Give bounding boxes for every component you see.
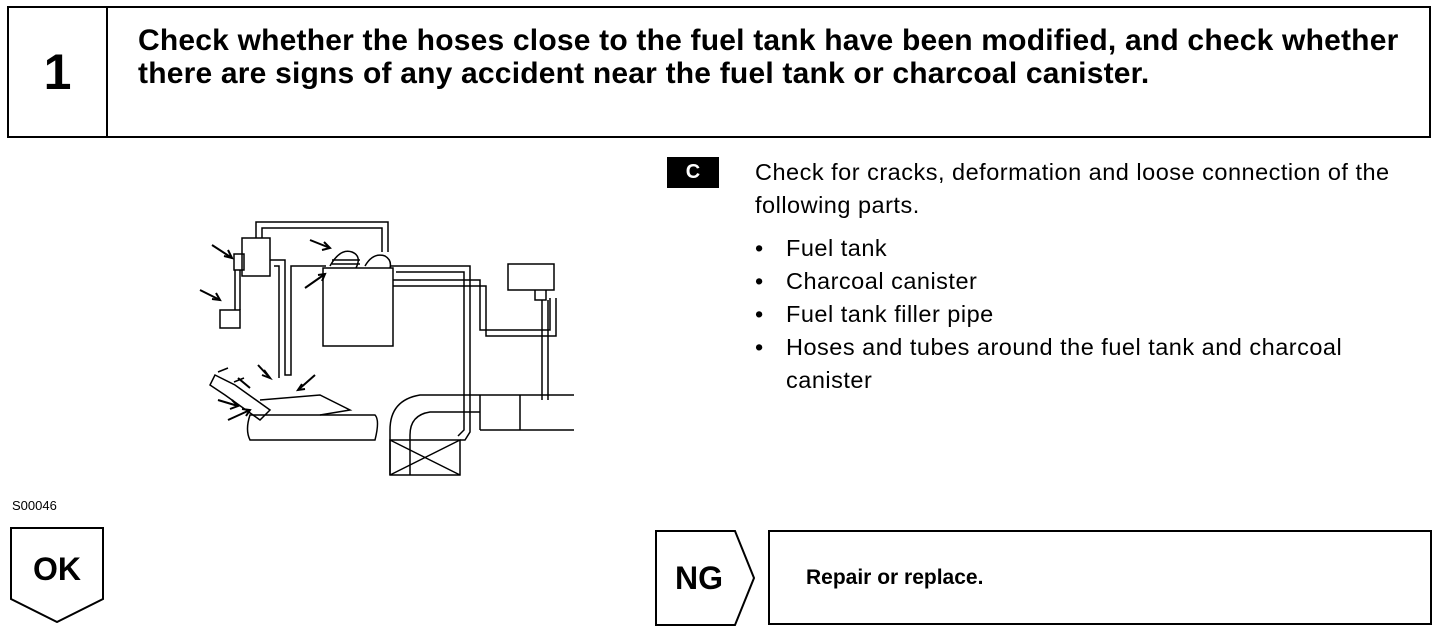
- step-title: Check whether the hoses close to the fue…: [138, 24, 1399, 90]
- bullet-icon: •: [755, 301, 764, 327]
- check-list: •Fuel tank •Charcoal canister •Fuel tank…: [755, 232, 1425, 397]
- check-description: Check for cracks, deformation and loose …: [755, 156, 1425, 397]
- right-canister-part: [507, 263, 555, 291]
- ng-action-box: Repair or replace.: [768, 530, 1432, 625]
- check-intro: Check for cracks, deformation and loose …: [755, 159, 1390, 218]
- ok-label: OK: [33, 551, 81, 587]
- ng-label: NG: [675, 560, 723, 596]
- list-item: •Fuel tank filler pipe: [755, 298, 1425, 331]
- check-badge: C: [667, 157, 719, 188]
- step-number: 1: [9, 8, 108, 136]
- step-header: 1 Check whether the hoses close to the f…: [7, 6, 1431, 138]
- fuel-tank-part: [322, 267, 394, 347]
- bullet-icon: •: [755, 268, 764, 294]
- ok-result-tag: OK: [10, 527, 104, 624]
- charcoal-canister-part: [241, 237, 271, 277]
- fuel-system-diagram: [199, 221, 574, 476]
- pipe-frame-part: [389, 439, 461, 476]
- figure-code: S00046: [12, 498, 57, 513]
- ok-pentagon-icon: [10, 527, 104, 624]
- ng-action-text: Repair or replace.: [806, 565, 984, 589]
- ng-arrow-icon: [655, 530, 756, 626]
- vsv-part: [219, 309, 241, 329]
- ng-result-tag: NG: [655, 530, 756, 626]
- list-item: •Charcoal canister: [755, 265, 1425, 298]
- bullet-icon: •: [755, 235, 764, 261]
- tank-bottom-part: [246, 414, 379, 441]
- list-item: •Hoses and tubes around the fuel tank an…: [755, 331, 1425, 397]
- list-item: •Fuel tank: [755, 232, 1425, 265]
- bullet-icon: •: [755, 334, 764, 360]
